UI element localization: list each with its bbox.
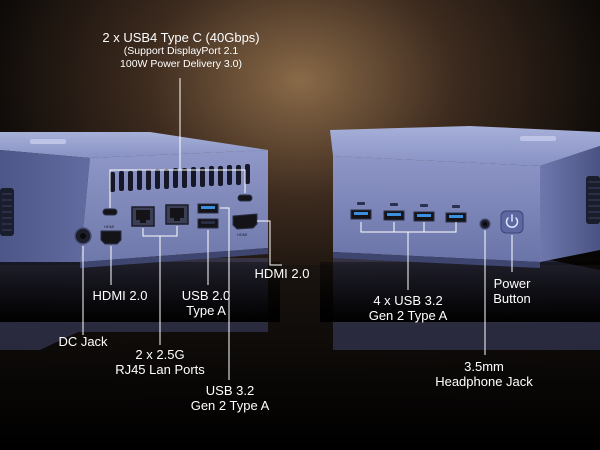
headphone-label: 3.5mm Headphone Jack xyxy=(424,359,544,390)
usb4-label: 2 x USB4 Type C (40Gbps) (Support Displa… xyxy=(91,30,271,70)
front-usb-a-port-2 xyxy=(383,210,405,221)
usb4-line3: 100W Power Delivery 3.0) xyxy=(120,57,242,70)
usb4-line2: (Support DisplayPort 2.1 xyxy=(123,45,239,58)
power-line2: Button xyxy=(493,291,531,307)
usb32-front-label: 4 x USB 3.2 Gen 2 Type A xyxy=(354,293,462,324)
usb2-label: USB 2.0 Type A xyxy=(166,288,246,319)
power-button-label: Power Button xyxy=(478,276,546,307)
power-line1: Power xyxy=(493,276,531,291)
front-usb-a-port-3 xyxy=(413,211,435,222)
front-usb-a-port-4 xyxy=(445,212,467,223)
headphone-line1: 3.5mm xyxy=(464,359,504,374)
hdmi-port-right xyxy=(232,213,258,230)
left-mini-pc-rear: HDMI HDMI xyxy=(0,132,280,350)
leader-lines xyxy=(82,78,513,380)
hdmi-right-label: HDMI 2.0 xyxy=(254,266,310,281)
usb-a-stack xyxy=(197,203,219,229)
usb2-line2: Type A xyxy=(186,303,226,319)
usb32-front-line1: 4 x USB 3.2 xyxy=(373,293,443,308)
rj45-line2: RJ45 Lan Ports xyxy=(115,362,205,378)
usb32-rear-line1: USB 3.2 xyxy=(205,383,255,398)
rj45-port-2 xyxy=(165,204,189,225)
rj45-label: 2 x 2.5G RJ45 Lan Ports xyxy=(100,347,220,378)
usb-c-port-2 xyxy=(237,194,253,202)
right-mini-pc-front xyxy=(320,126,600,350)
usb32-front-line2: Gen 2 Type A xyxy=(368,308,448,324)
hdmi-mark-left: HDMI xyxy=(104,224,114,229)
usb4-title: 2 x USB4 Type C (40Gbps) xyxy=(102,30,260,45)
front-usb-a-port-1 xyxy=(350,209,372,220)
power-button xyxy=(500,210,524,234)
hdmi-port-left xyxy=(100,230,122,245)
usb2-line1: USB 2.0 xyxy=(181,288,231,303)
hdmi-mark-right: HDMI xyxy=(237,232,247,237)
headphone-line2: Headphone Jack xyxy=(435,374,533,390)
rj45-port-1 xyxy=(131,206,155,227)
hdmi-left-label: HDMI 2.0 xyxy=(92,288,148,303)
usb-c-port-1 xyxy=(102,208,118,216)
dc-jack-label: DC Jack xyxy=(58,334,108,349)
usb32-rear-label: USB 3.2 Gen 2 Type A xyxy=(178,383,282,414)
usb32-rear-line2: Gen 2 Type A xyxy=(190,398,270,414)
rj45-line1: 2 x 2.5G xyxy=(135,347,185,362)
